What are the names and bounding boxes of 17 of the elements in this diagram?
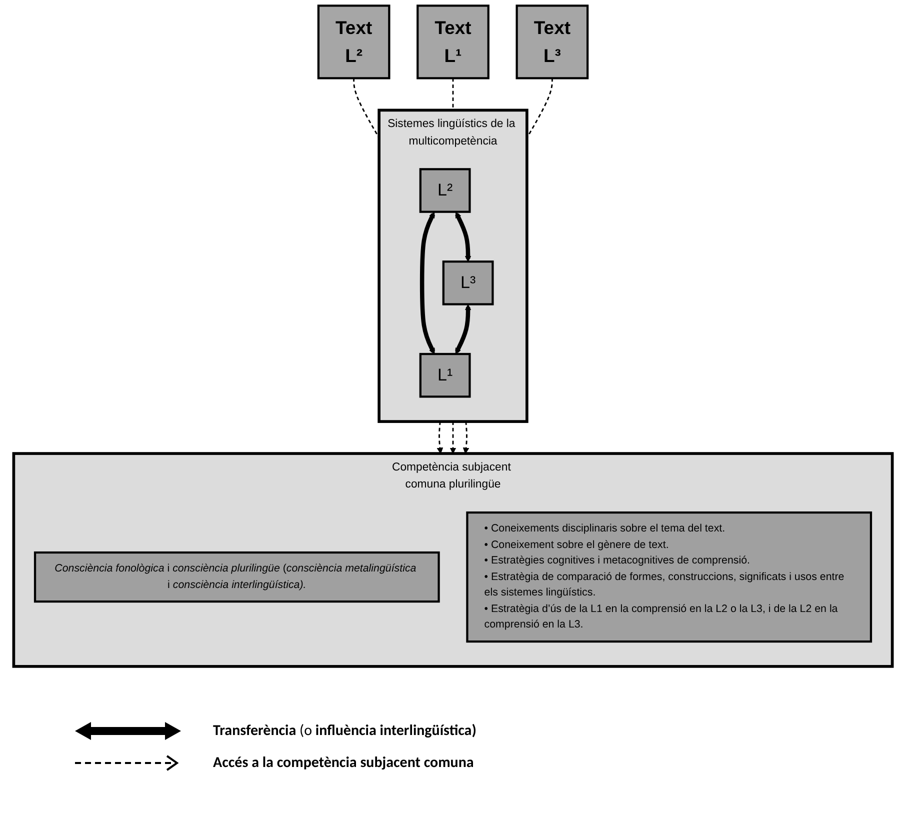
node-box: Text L³ [516, 4, 589, 80]
arrow [450, 422, 456, 454]
arrow [462, 421, 470, 454]
node-box: Consciència fonològica i consciència plurilingüe (consciència metalingüística i consciència interlingüística). [34, 551, 440, 603]
arrow [436, 421, 444, 454]
legend-text: Accés a la competència subjacent comuna [213, 754, 474, 772]
arrow [420, 212, 436, 354]
node-box: L³ [442, 260, 494, 306]
node-box: • Coneixements disciplinaris sobre el tema del text. • Coneixement sobre el gènere de text. • Estratègies cognitives i metacognitives de comprensió. • Estratègia de comparació de formes, construccions, significats i usos entre els sistemes lingüístics. • Estratègia d’ús de la L1 en la comprensió en la L2 o la L3, i de la L2 en la comprensió en la L3. [466, 511, 872, 643]
node-box: L² [419, 168, 471, 213]
arrow [455, 304, 472, 354]
connector [452, 78, 454, 110]
node-box: Text L² [317, 4, 390, 80]
node-box: L¹ [419, 352, 471, 398]
arrow [455, 212, 472, 262]
node-box: Text L¹ [416, 4, 490, 80]
legend-text: Transferència (o influència interlingüística) [213, 722, 476, 740]
